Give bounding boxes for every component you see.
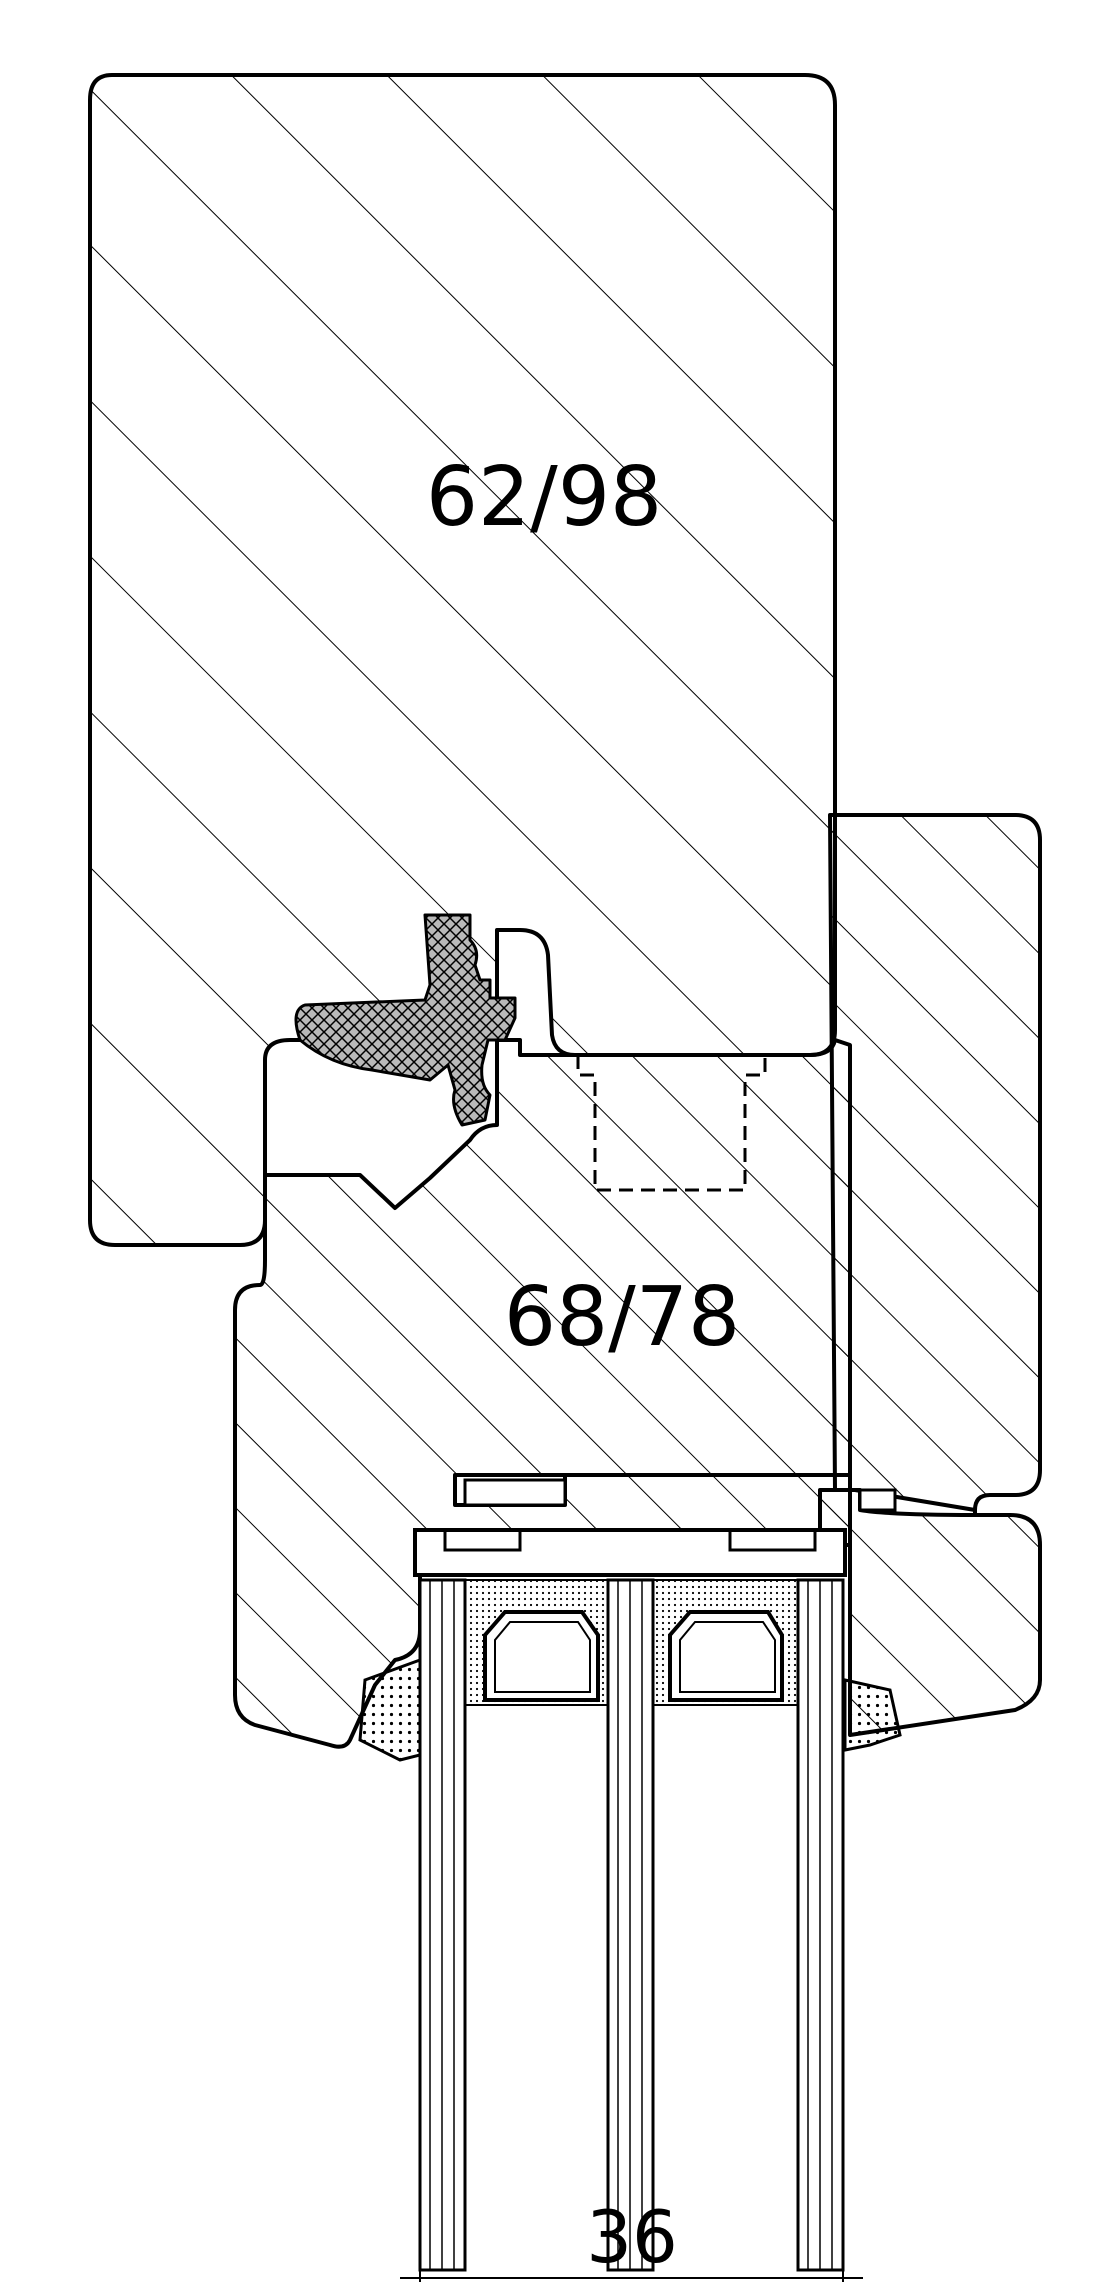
- lower-profile-section: [818, 813, 1042, 1737]
- upper-profile-label: 62/98: [426, 450, 662, 545]
- gasket-seal: [294, 913, 517, 1127]
- glazing-bead: [413, 1528, 847, 1577]
- lower-profile-label: 68/78: [504, 1270, 740, 1365]
- spacer-cavities: [464, 1579, 799, 1706]
- sash-body-section: [233, 1038, 852, 1749]
- dimension-36: [400, 2270, 863, 2282]
- hardware-groove: [576, 1055, 767, 1192]
- sealant-right: [843, 1678, 902, 1752]
- glazing-width-label: 36: [586, 2195, 678, 2279]
- sealant-left: [358, 1657, 422, 1762]
